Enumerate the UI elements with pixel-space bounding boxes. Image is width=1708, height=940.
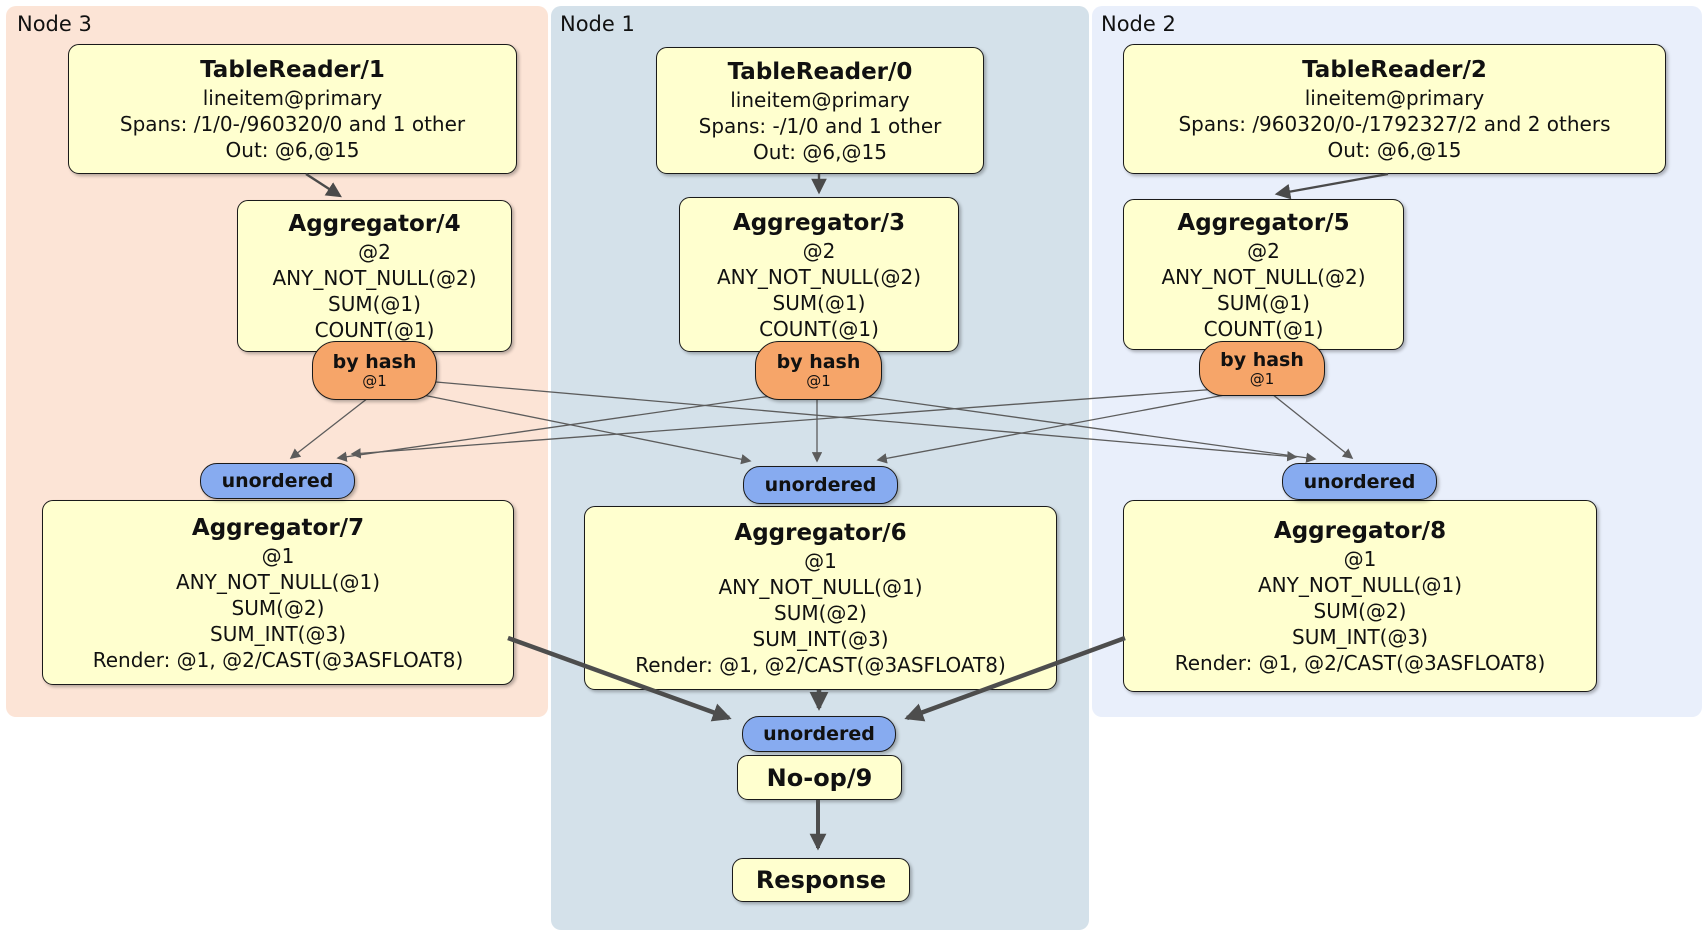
processor-detail: @2 — [1247, 238, 1280, 263]
processor-detail: SUM_INT(@3) — [752, 627, 889, 651]
processor-title: TableReader/1 — [200, 57, 385, 83]
router-columns: @1 — [362, 371, 387, 390]
processor-title: Aggregator/7 — [191, 514, 365, 541]
processor-detail: Render: @1, @2/CAST(@3ASFLOAT8) — [92, 647, 464, 672]
processor-title: No-op/9 — [766, 763, 873, 792]
processor-title: TableReader/0 — [727, 58, 913, 85]
processor-detail: lineitem@primary — [730, 87, 910, 112]
router-by-hash-node1: by hash @1 — [755, 341, 882, 400]
node-1-label: Node 1 — [560, 12, 635, 36]
router-columns: @1 — [1249, 369, 1275, 388]
processor-detail: Spans: /1/0-/960320/0 and 1 other — [119, 112, 466, 136]
processor-detail: Out: @6,@15 — [753, 139, 887, 164]
processor-detail: SUM(@1) — [772, 290, 866, 315]
processor-detail: SUM(@1) — [1217, 290, 1310, 315]
processor-detail: Render: @1, @2/CAST(@3ASFLOAT8) — [1174, 651, 1546, 675]
processor-detail: Out: @6,@15 — [1327, 138, 1462, 162]
processor-detail: lineitem@primary — [1304, 86, 1485, 110]
sync-label: unordered — [221, 470, 334, 492]
processor-aggregator-6: Aggregator/6 @1 ANY_NOT_NULL(@1) SUM(@2)… — [584, 506, 1057, 690]
node-3-label: Node 3 — [17, 12, 92, 36]
processor-detail: ANY_NOT_NULL(@2) — [272, 266, 477, 290]
processor-tablereader-2: TableReader/2 lineitem@primary Spans: /9… — [1123, 44, 1666, 174]
sync-unordered-final: unordered — [742, 716, 896, 752]
processor-detail: COUNT(@1) — [759, 316, 879, 341]
processor-aggregator-3: Aggregator/3 @2 ANY_NOT_NULL(@2) SUM(@1)… — [679, 197, 959, 352]
router-label: by hash — [1220, 348, 1304, 371]
sync-unordered-node3: unordered — [200, 463, 355, 499]
processor-detail: Out: @6,@15 — [225, 138, 360, 162]
sync-unordered-node2: unordered — [1282, 463, 1437, 500]
processor-title: TableReader/2 — [1302, 57, 1487, 83]
processor-detail: ANY_NOT_NULL(@2) — [717, 264, 921, 289]
processor-tablereader-1: TableReader/1 lineitem@primary Spans: /1… — [68, 44, 517, 174]
processor-detail: ANY_NOT_NULL(@1) — [1258, 573, 1462, 597]
processor-detail: @1 — [1343, 547, 1377, 571]
processor-title: Response — [755, 866, 887, 894]
sync-label: unordered — [764, 474, 877, 496]
processor-detail: @2 — [358, 240, 391, 264]
processor-detail: ANY_NOT_NULL(@1) — [176, 569, 380, 594]
router-columns: @1 — [806, 371, 831, 390]
processor-title: Aggregator/3 — [732, 209, 906, 236]
processor-detail: @1 — [804, 549, 837, 573]
sync-unordered-node1: unordered — [743, 466, 898, 504]
processor-detail: COUNT(@1) — [1203, 316, 1324, 341]
router-label: by hash — [332, 350, 417, 373]
processor-aggregator-7: Aggregator/7 @1 ANY_NOT_NULL(@1) SUM(@2)… — [42, 500, 514, 685]
processor-detail: ANY_NOT_NULL(@1) — [718, 575, 923, 599]
processor-detail: Spans: -/1/0 and 1 other — [698, 113, 942, 138]
processor-detail: Render: @1, @2/CAST(@3ASFLOAT8) — [635, 653, 1006, 677]
processor-detail: COUNT(@1) — [314, 318, 435, 342]
processor-title: Aggregator/4 — [288, 211, 461, 237]
processor-detail: SUM(@2) — [1313, 599, 1407, 623]
node-2-label: Node 2 — [1101, 12, 1176, 36]
processor-title: Aggregator/8 — [1273, 518, 1447, 544]
processor-detail: ANY_NOT_NULL(@2) — [1161, 264, 1366, 289]
processor-title: Aggregator/5 — [1177, 209, 1350, 236]
processor-detail: @1 — [261, 543, 295, 568]
processor-noop-9: No-op/9 — [737, 755, 902, 800]
sync-label: unordered — [1303, 470, 1416, 493]
processor-title: Aggregator/6 — [734, 520, 907, 546]
processor-aggregator-5: Aggregator/5 @2 ANY_NOT_NULL(@2) SUM(@1)… — [1123, 199, 1404, 350]
processor-detail: SUM(@2) — [774, 601, 867, 625]
processor-detail: lineitem@primary — [202, 86, 383, 110]
sync-label: unordered — [763, 723, 875, 745]
response-box: Response — [732, 858, 910, 902]
processor-aggregator-8: Aggregator/8 @1 ANY_NOT_NULL(@1) SUM(@2)… — [1123, 500, 1597, 692]
router-by-hash-node2: by hash @1 — [1199, 341, 1325, 396]
processor-detail: SUM_INT(@3) — [210, 621, 346, 646]
processor-detail: Spans: /960320/0-/1792327/2 and 2 others — [1178, 112, 1611, 136]
processor-aggregator-4: Aggregator/4 @2 ANY_NOT_NULL(@2) SUM(@1)… — [237, 200, 512, 352]
router-label: by hash — [776, 350, 861, 373]
router-by-hash-node3: by hash @1 — [312, 341, 437, 400]
processor-detail: SUM(@2) — [231, 595, 325, 620]
processor-detail: SUM(@1) — [328, 292, 421, 316]
processor-tablereader-0: TableReader/0 lineitem@primary Spans: -/… — [656, 47, 984, 174]
processor-detail: @2 — [802, 238, 836, 263]
processor-detail: SUM_INT(@3) — [1292, 625, 1428, 649]
